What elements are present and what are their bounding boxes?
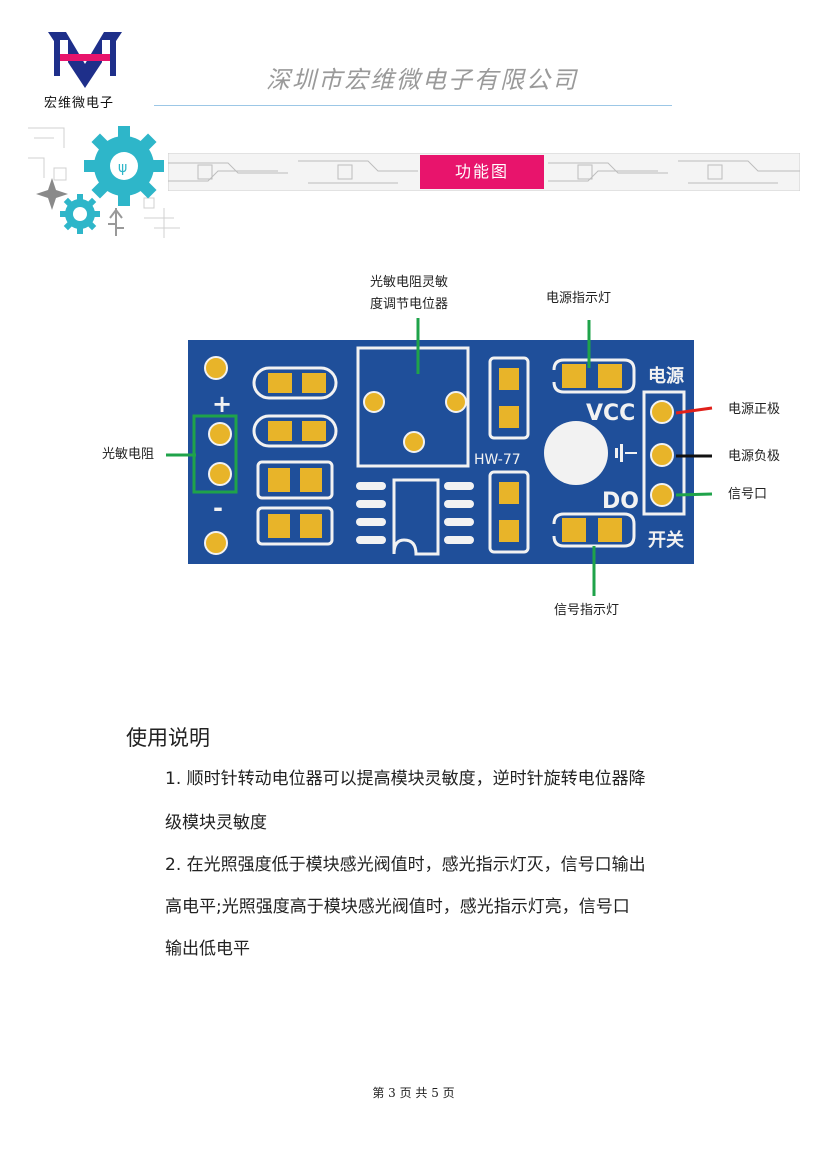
silk-vcc: VCC: [586, 401, 635, 426]
photoresistor-pin-2: [208, 462, 232, 486]
large-gear-icon: [84, 126, 164, 206]
section-label: 功能图: [420, 155, 544, 189]
instruction-1-line-2: 级模块灵敏度: [165, 813, 267, 833]
callout-photoresistor: 光敏电阻: [102, 447, 155, 462]
mount-hole-bottom: [204, 531, 228, 555]
silk-minus: -: [213, 494, 223, 522]
page-number: 第 3 页 共 5 页: [372, 1086, 455, 1100]
photoresistor-pin-1: [208, 422, 232, 446]
header-divider: [154, 105, 672, 106]
silk-plus: +: [212, 390, 232, 418]
gears-decoration: ψ: [28, 126, 180, 238]
callout-power-led: 电源指示灯: [546, 291, 612, 306]
instruction-2-line-1: 2. 在光照强度低于模块感光阀值时，感光指示灯灭，信号口输出: [165, 855, 646, 875]
header-pin-gnd: [650, 443, 674, 467]
silk-switch: 开关: [648, 529, 684, 551]
company-logo: [48, 32, 122, 88]
silk-do: DO: [602, 489, 639, 514]
pcb-board: + - VCC DO HW-77 电源 开关: [188, 340, 694, 564]
small-gear-icon: [60, 194, 100, 234]
pot-pin-3: [403, 431, 425, 453]
instruction-1-line-1: 1. 顺时针转动电位器可以提高模块灵敏度，逆时针旋转电位器降: [165, 769, 646, 789]
svg-text:ψ: ψ: [118, 160, 127, 176]
logo-text: 宏维微电子: [44, 96, 115, 111]
header-pin-vcc: [650, 400, 674, 424]
instruction-2-line-3: 输出低电平: [165, 939, 250, 959]
callout-lines: [166, 318, 713, 596]
usb-icon: [108, 208, 124, 236]
sparkle-icon: [36, 178, 68, 210]
callout-signal-led: 信号指示灯: [554, 603, 620, 618]
callout-power-positive: 电源正极: [728, 402, 781, 417]
header-pin-do: [650, 483, 674, 507]
pot-pin-2: [445, 391, 467, 413]
pot-pin-1: [363, 391, 385, 413]
silk-power: 电源: [648, 365, 684, 387]
callout-pot: 光敏电阻灵敏 度调节电位器: [370, 275, 449, 312]
callout-signal-port: 信号口: [728, 487, 768, 502]
mount-hole-top: [204, 356, 228, 380]
callout-power-negative: 电源负极: [728, 449, 781, 464]
silk-model: HW-77: [474, 452, 521, 468]
instructions-title: 使用说明: [126, 726, 210, 750]
instruction-2-line-2: 高电平;光照强度高于模块感光阀值时，感光指示灯亮，信号口: [165, 897, 630, 917]
company-name: 深圳市宏维微电子有限公司: [266, 66, 578, 94]
light-hole: [544, 421, 608, 485]
